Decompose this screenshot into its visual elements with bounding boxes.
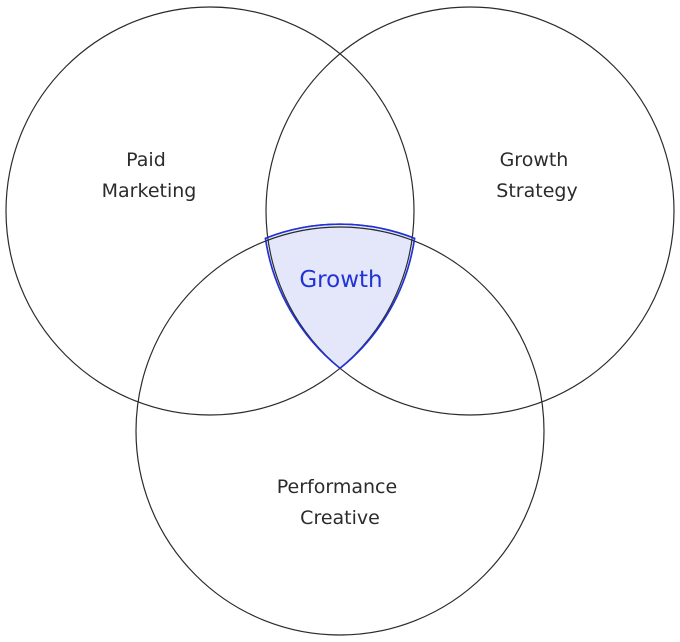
label-paid-marketing-line-1: Paid [126,149,166,171]
label-paid-marketing-line-2: Marketing [102,180,197,202]
label-growth-strategy: Growth Strategy [496,149,577,202]
circle-growth-strategy [265,6,675,416]
intersection-region [264,223,416,370]
label-growth-strategy-line-2: Strategy [496,180,577,202]
circle-performance-creative [135,226,545,636]
label-paid-marketing: Paid Marketing [102,149,197,202]
label-performance-creative: Performance Creative [277,476,403,529]
label-performance-creative-line-2: Creative [300,507,380,529]
label-intersection-growth: Growth [299,267,382,293]
circle-paid-marketing [5,6,415,416]
label-growth-strategy-line-1: Growth [500,149,569,171]
intersection-outline [264,223,416,370]
label-performance-creative-line-1: Performance [277,476,397,498]
